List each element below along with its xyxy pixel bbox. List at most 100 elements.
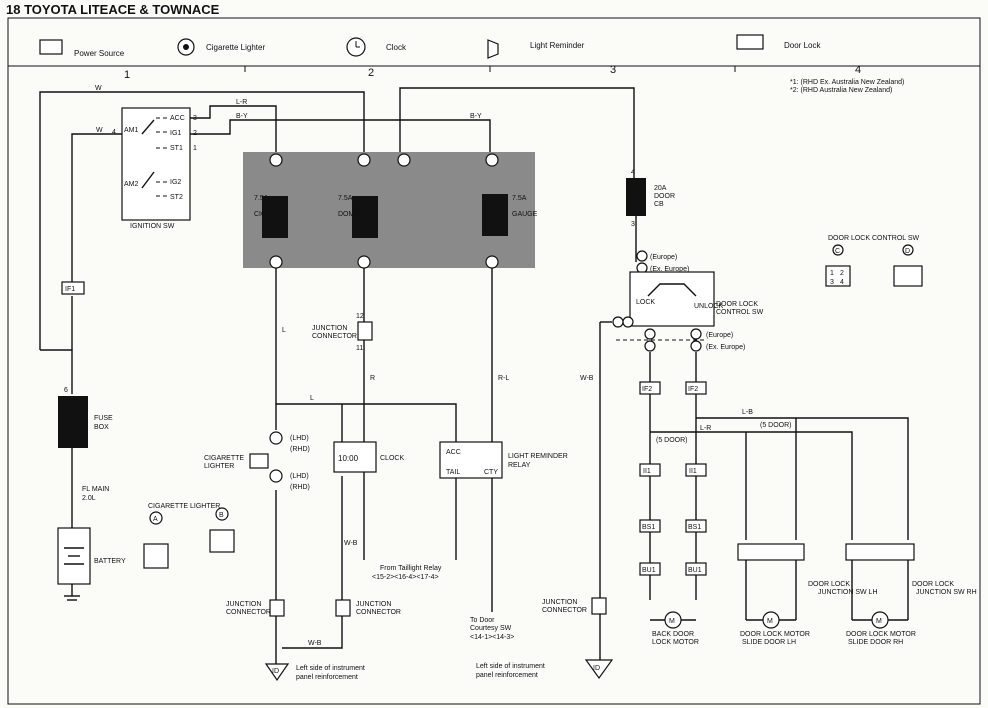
- wire-label-l: L: [282, 327, 286, 334]
- jc3-label: JUNCTION: [356, 601, 391, 608]
- note-2: *2: (RHD Australia New Zealand): [790, 87, 892, 94]
- relay-tail: TAIL: [446, 469, 460, 476]
- taillight-codes: <15-2><16-4><17-4>: [372, 574, 439, 581]
- fuse-box: [58, 396, 88, 448]
- fuse-dome-rating: 7.5A: [338, 195, 353, 202]
- fuse-dome-name: DOME: [338, 211, 359, 218]
- junction-connector-12: [357, 321, 373, 341]
- ground-id-left-label: ID: [272, 668, 279, 675]
- europe-label: (Europe): [650, 254, 677, 261]
- wire-label-by: B-Y: [236, 113, 248, 120]
- conn-a-label: A: [153, 516, 158, 523]
- ground-id-right: [584, 659, 614, 680]
- ground-id-left: [264, 663, 290, 682]
- fuse-cig-name: CIG: [254, 211, 266, 218]
- cig-lighter-label2: LIGHTER: [204, 463, 234, 470]
- motor-slide-rh: M DOOR LOCK MOTOR SLIDE DOOR RH: [846, 611, 916, 646]
- fuse-cig-rating: 7.5A: [254, 195, 269, 202]
- legend-door-lock: Door Lock: [784, 41, 821, 50]
- ground-text-right: Left side of instrument: [476, 663, 545, 670]
- taillight-text: From Taillight Relay: [380, 565, 442, 572]
- junction-sw-lh: [737, 543, 805, 561]
- dlcsw-c: C: [835, 248, 840, 255]
- cig-lighter-title: CIGARETTE LIGHTER: [148, 503, 220, 510]
- fuse-dome: 7.5A DOME: [338, 195, 378, 238]
- dlcsw-c-pin2: 2: [840, 270, 844, 277]
- term-am1: AM1: [124, 127, 139, 134]
- rhd-label: (RHD): [290, 446, 310, 453]
- door-lock-sw-label2: CONTROL SW: [716, 309, 764, 316]
- legend-power-source: Power Source: [74, 49, 125, 58]
- dlcsw-d: D: [905, 248, 910, 255]
- wire-label-lr: L-R: [236, 99, 247, 106]
- jsw-lh-name: DOOR LOCK: [808, 581, 850, 588]
- relay-acc: ACC: [446, 449, 461, 456]
- term-st1: ST1: [170, 145, 183, 152]
- ex-europe-label: (Ex. Europe): [650, 266, 689, 273]
- jsw-rh-name: DOOR LOCK: [912, 581, 954, 588]
- fuse-gauge-name: GAUGE: [512, 211, 538, 218]
- column-4: 4: [855, 64, 861, 76]
- door-lock-control-sw: LOCK UNLOCK DOOR LOCK CONTROL SW: [629, 271, 764, 327]
- bu1-a: BU1: [642, 567, 656, 574]
- fuse-box-label: FUSE: [94, 415, 113, 422]
- page-title: 18 TOYOTA LITEACE & TOWNACE: [6, 2, 220, 17]
- door-cb-name: DOOR: [654, 193, 675, 200]
- jc-label: JUNCTION: [312, 325, 347, 332]
- jc2-label: JUNCTION: [226, 601, 261, 608]
- lhd-label: (LHD): [290, 435, 309, 442]
- wire-label-rl: R-L: [498, 375, 509, 382]
- five-door-label: (5 DOOR): [656, 437, 688, 444]
- jc-label2: CONNECTOR: [312, 333, 357, 340]
- dlcsw-c-pin4: 4: [840, 279, 844, 286]
- jc4-label2: CONNECTOR: [542, 607, 587, 614]
- motor-back-door: M BACK DOOR LOCK MOTOR: [650, 611, 699, 646]
- jc2-label2: CONNECTOR: [226, 609, 271, 616]
- wire-label-w: W: [95, 85, 102, 92]
- fuse-cig: 7.5A CIG: [254, 195, 288, 238]
- motor-rh-name: DOOR LOCK MOTOR: [846, 631, 916, 638]
- column-1: 1: [124, 69, 130, 81]
- motor-back-name2: LOCK MOTOR: [652, 639, 699, 646]
- junction-connector-10: [269, 599, 285, 617]
- dlcsw-conn-c: [825, 265, 851, 287]
- fl-main-label: FL MAIN: [82, 486, 109, 493]
- column-2: 2: [368, 67, 374, 79]
- motor-m-2: M: [767, 618, 773, 625]
- fuse-gauge: 7.5A GAUGE: [482, 194, 538, 236]
- jc-pin-bottom: 11: [356, 345, 363, 352]
- wire-label-l2: L: [310, 395, 314, 402]
- frame: [7, 17, 981, 705]
- ground-id-right-label: ID: [593, 665, 600, 672]
- if2-b: IF2: [688, 386, 698, 393]
- junction-sw-rh: [845, 543, 915, 561]
- unlock-label: UNLOCK: [694, 303, 724, 310]
- conn-b-label: B: [219, 512, 224, 519]
- relay-label: LIGHT REMINDER: [508, 453, 568, 460]
- wire-label-wb2: W-B: [308, 640, 322, 647]
- jc3-label2: CONNECTOR: [356, 609, 401, 616]
- legend-clock: Clock: [386, 43, 407, 52]
- conn-b-icon: [215, 507, 229, 521]
- if1-connector: [61, 281, 85, 295]
- ground-text-right2: panel reinforcement: [476, 672, 538, 679]
- junction-connector-4: [335, 599, 351, 617]
- courtesy-text: To Door: [470, 617, 495, 624]
- fuse-box-label2: BOX: [94, 424, 109, 431]
- ex-europe-label2: (Ex. Europe): [706, 344, 745, 351]
- legend-cigarette-lighter: Cigarette Lighter: [206, 43, 265, 52]
- fuse-gauge-rating: 7.5A: [512, 195, 527, 202]
- wire-label-lr2: L-R: [700, 425, 711, 432]
- motor-lh-name2: SLIDE DOOR LH: [742, 639, 796, 646]
- motor-m-3: M: [876, 618, 882, 625]
- relay-label2: RELAY: [508, 462, 531, 469]
- dlcsw-c-pin3: 3: [830, 279, 834, 286]
- ignition-switch-label: IGNITION SW: [130, 223, 175, 230]
- courtesy-codes: <14-1><14-3>: [470, 634, 514, 641]
- bs1-a: BS1: [642, 524, 655, 531]
- rhd-label2: (RHD): [290, 484, 310, 491]
- light-reminder-icon: [487, 39, 499, 59]
- wire-label-wb: W-B: [344, 540, 358, 547]
- jc4-label: JUNCTION: [542, 599, 577, 606]
